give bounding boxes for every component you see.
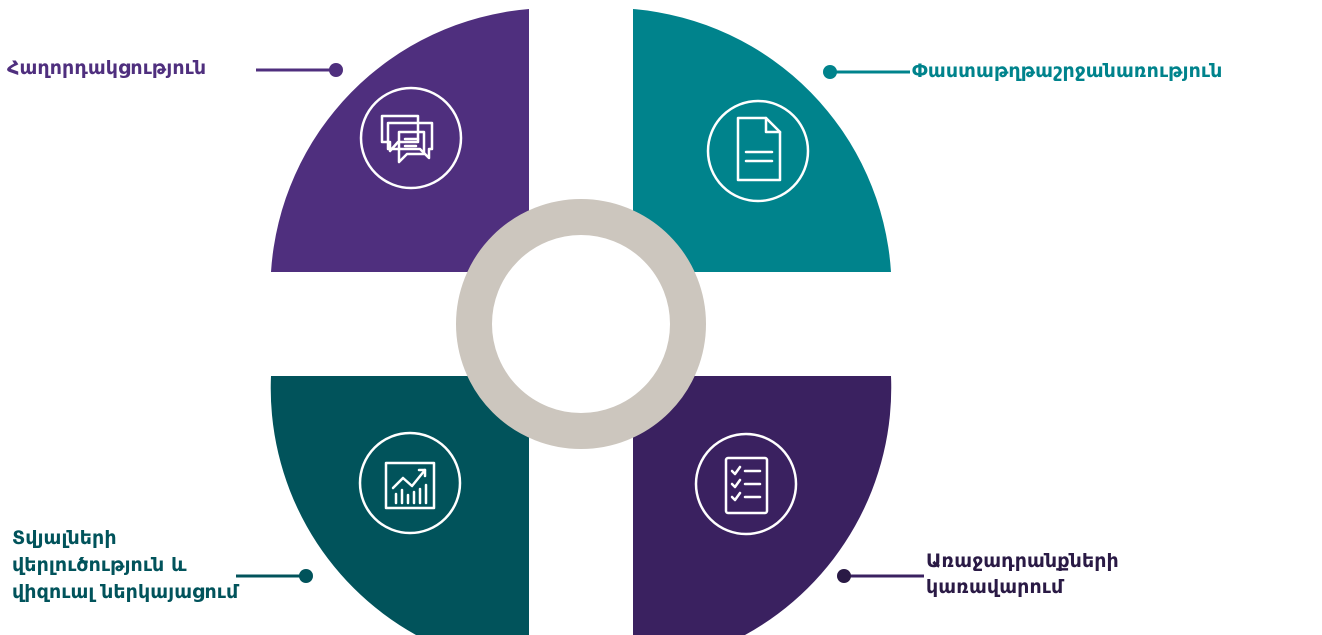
- quadrant-bottom-right: [633, 376, 892, 635]
- label-document-flow: Փաստաթղթաշրջանառություն: [912, 59, 1222, 83]
- label-task-management-line-1: Առաջադրանքների: [926, 550, 1119, 572]
- label-document-flow-text: Փաստաթղթաշրջանառություն: [912, 60, 1223, 82]
- sliders-icon: [520, 276, 640, 370]
- label-data-analysis: Տվյալների վերլուծություն և վիզուալ ներկա…: [12, 525, 238, 606]
- quadrant-bottom-left: [270, 376, 529, 635]
- label-task-management: Առաջադրանքների կառավարում: [926, 548, 1119, 600]
- connector-top-right: [823, 65, 910, 79]
- label-communication: Հաղորդակցություն: [7, 56, 206, 80]
- chat-bubbles-icon: [359, 86, 463, 190]
- center-ring: [456, 199, 706, 449]
- connector-bottom-left: [236, 569, 313, 583]
- label-data-analysis-line-2: վերլուծություն և: [12, 554, 187, 576]
- checklist-icon: [694, 432, 798, 536]
- quadrant-top-right: [633, 9, 891, 272]
- connector-top-left: [256, 63, 343, 77]
- chart-icon: [358, 431, 462, 535]
- document-icon: [706, 99, 810, 203]
- label-communication-text: Հաղորդակցություն: [7, 57, 207, 79]
- label-data-analysis-line-1: Տվյալների: [12, 527, 117, 549]
- connector-bottom-right: [837, 569, 924, 583]
- label-data-analysis-line-3: վիզուալ ներկայացում: [12, 581, 239, 603]
- label-task-management-line-2: կառավարում: [926, 576, 1064, 598]
